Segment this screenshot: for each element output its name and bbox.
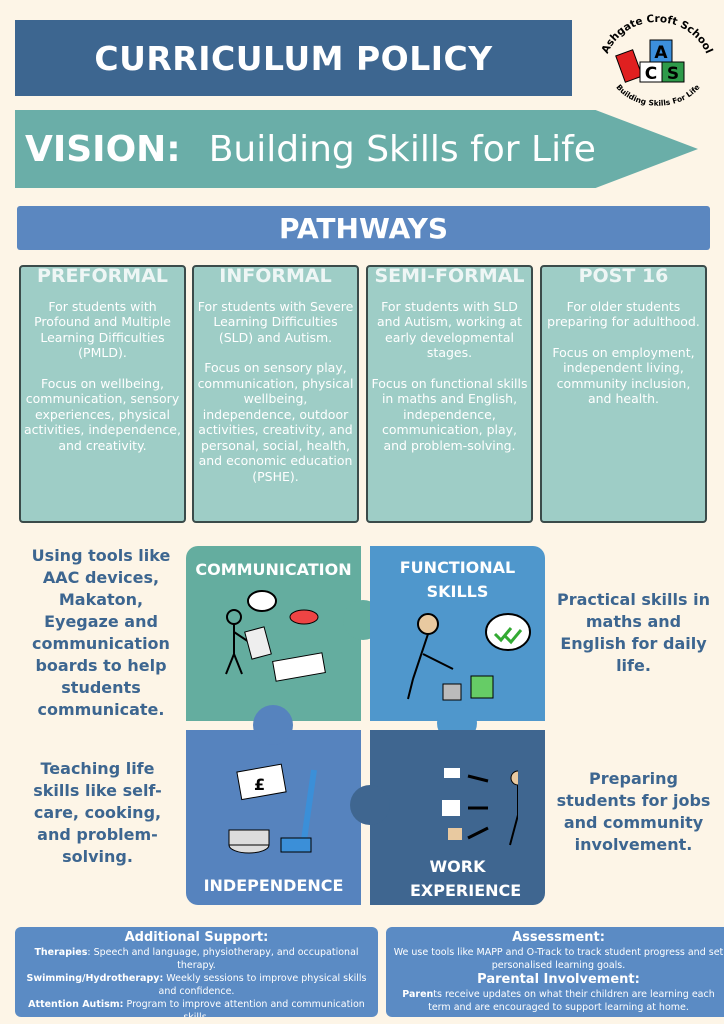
svg-text:S: S [667, 64, 679, 84]
pathway-focus: Focus on sensory play, communication, ph… [197, 360, 354, 484]
page-title: CURRICULUM POLICY [15, 20, 572, 96]
communication-description: Using tools like AAC devices, Makaton, E… [31, 546, 171, 719]
school-logo: Ashgate Croft School Building Skills For… [599, 13, 714, 108]
svg-text:A: A [654, 43, 668, 63]
svg-text:C: C [645, 64, 657, 84]
pathway-card-post16: POST 16 For older students preparing for… [540, 265, 707, 523]
pathway-card-preformal: PREFORMAL For students with Profound and… [19, 265, 186, 523]
functional-skills-label: FUNCTIONAL SKILLS [399, 558, 516, 601]
puzzle-knob [253, 705, 293, 745]
functional-skills-icon [406, 613, 531, 701]
pathway-focus: Focus on functional skills in maths and … [371, 375, 528, 453]
work-experience-label: WORK EXPERIENCE [410, 857, 522, 900]
vision-text: Building Skills for Life [208, 128, 596, 170]
pathway-focus: Focus on employment, independent living,… [552, 344, 695, 407]
pathway-name: PREFORMAL [36, 265, 168, 287]
pathways-heading: PATHWAYS [17, 206, 710, 250]
vision-label: VISION: [25, 128, 181, 170]
pathway-name: INFORMAL [219, 265, 332, 287]
pathway-card-informal: INFORMAL For students with Severe Learni… [192, 265, 359, 523]
assessment-box: Assessment: We use tools like MAPP and O… [386, 927, 724, 1017]
pathway-desc: For students with Profound and Multiple … [34, 298, 171, 361]
communication-label: COMMUNICATION [195, 560, 352, 579]
svg-text:Building Skills For Life: Building Skills For Life [614, 83, 701, 108]
independence-description: Teaching life skills like self-care, coo… [33, 759, 162, 866]
support-title: Additional Support: [124, 930, 269, 945]
puzzle-work-experience: WORK EXPERIENCE [370, 730, 545, 905]
svg-text:£: £ [254, 775, 265, 794]
parental-text: Parents receive updates on what their ch… [402, 989, 715, 1013]
pathway-name: POST 16 [578, 265, 669, 287]
work-experience-icon [441, 768, 527, 846]
independence-label: INDEPENDENCE [203, 876, 344, 895]
puzzle-knob [350, 785, 390, 825]
work-experience-description: Preparing students for jobs and communit… [556, 769, 711, 854]
functional-skills-description: Practical skills in maths and English fo… [557, 590, 710, 675]
support-item: Attention Autism: Program to improve att… [28, 999, 365, 1017]
vision-banner: VISION: Building Skills for Life [15, 110, 698, 188]
assessment-title: Assessment: [512, 930, 605, 945]
pathway-focus: Focus on wellbeing, communication, senso… [24, 375, 181, 453]
pathway-desc: For students with Severe Learning Diffic… [197, 298, 354, 345]
puzzle-communication: COMMUNICATION [186, 546, 361, 721]
puzzle-independence: £ INDEPENDENCE [186, 730, 361, 905]
communication-icon [224, 590, 326, 682]
support-item: Swimming/Hydrotherapy: Weekly sessions t… [26, 973, 367, 997]
puzzle-functional-skills: FUNCTIONAL SKILLS [370, 546, 545, 721]
assessment-text: We use tools like MAPP and O-Track to tr… [393, 947, 724, 971]
parental-title: Parental Involvement: [477, 972, 640, 987]
pathway-name: SEMI-FORMAL [374, 265, 525, 287]
support-item: Therapies: Speech and language, physioth… [34, 947, 359, 971]
pathway-card-semi-formal: SEMI-FORMAL For students with SLD and Au… [366, 265, 533, 523]
pathway-desc: For students with SLD and Autism, workin… [376, 298, 523, 361]
independence-icon: £ [228, 763, 317, 854]
additional-support-box: Additional Support: Therapies: Speech an… [15, 927, 378, 1017]
pathway-desc: For older students preparing for adultho… [547, 298, 700, 330]
